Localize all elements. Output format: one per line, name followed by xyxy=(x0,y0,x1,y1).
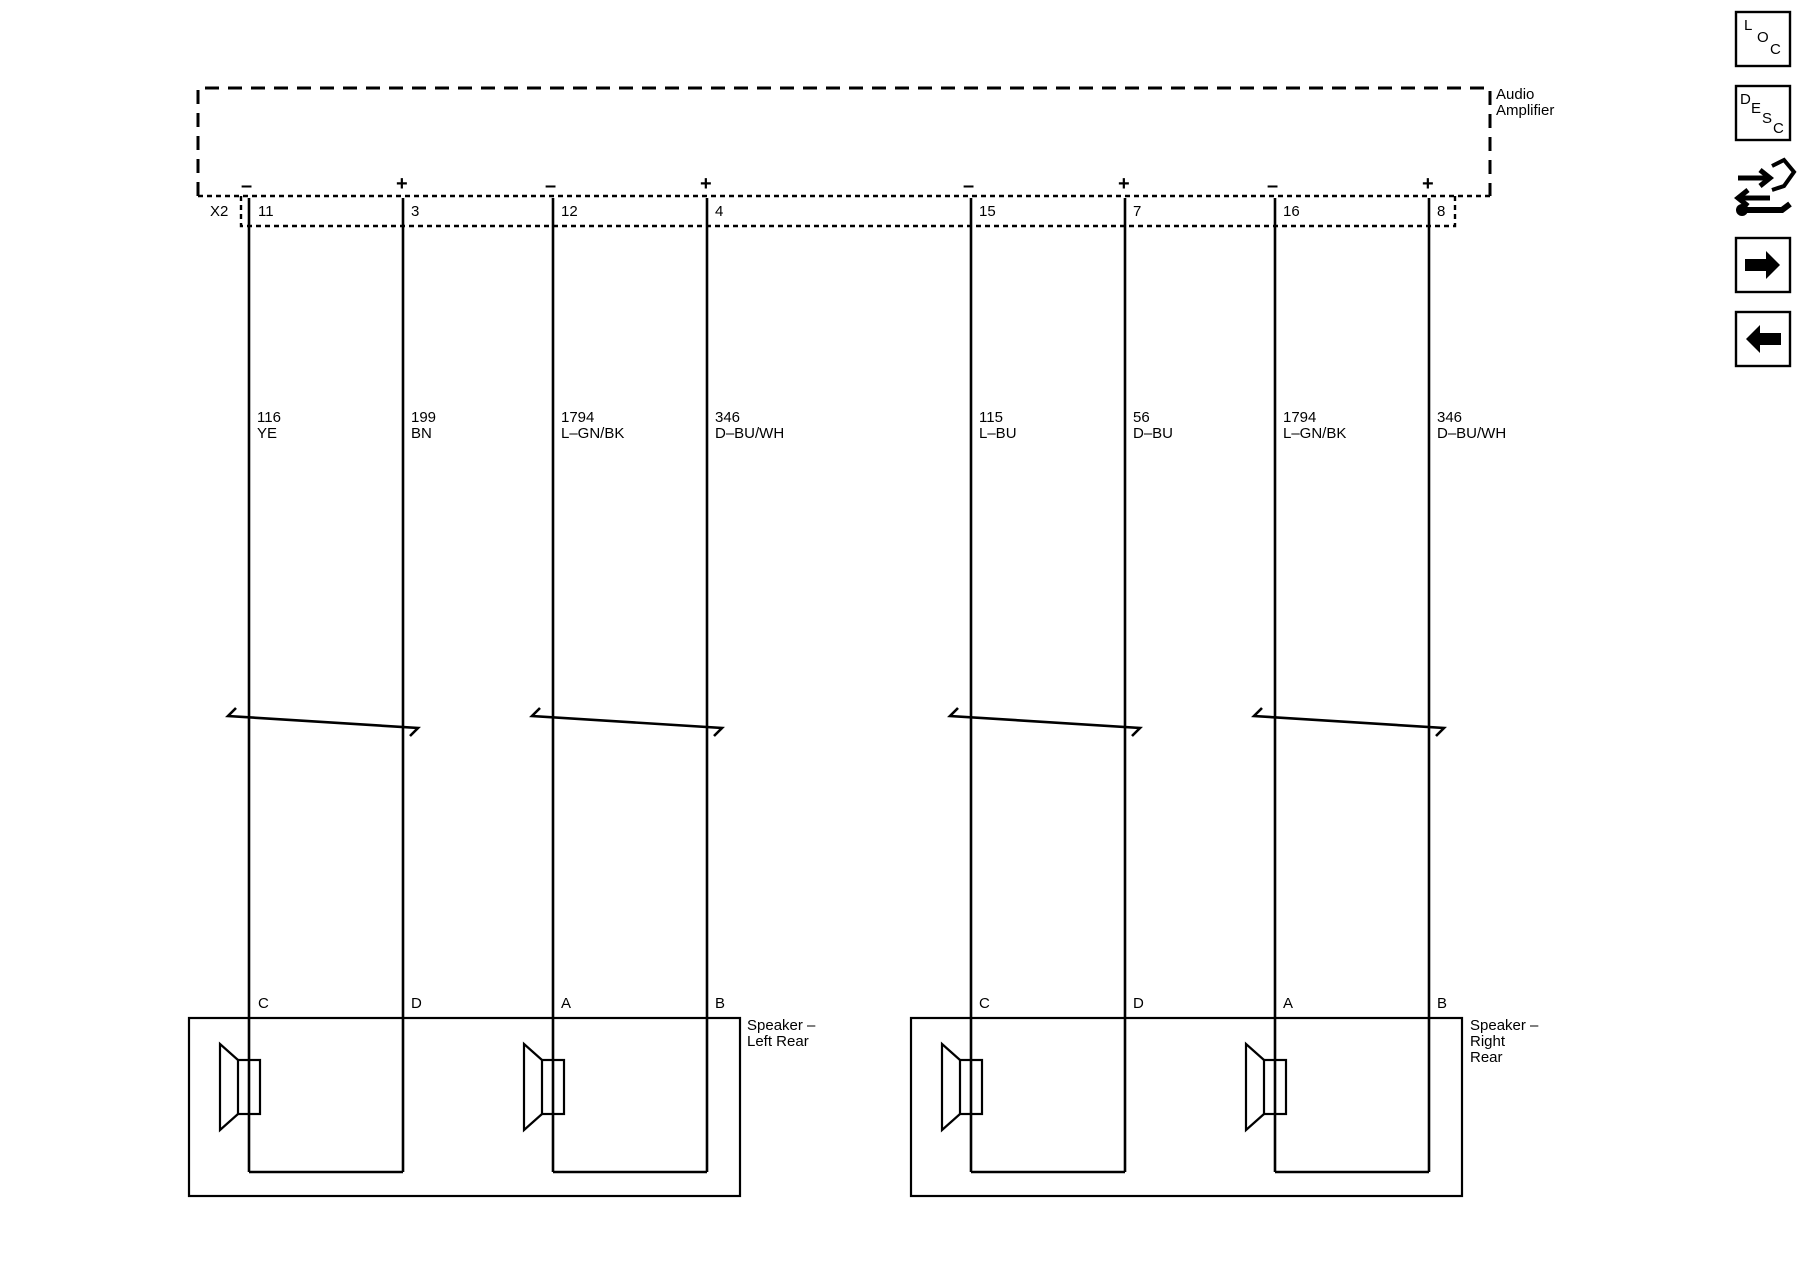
amp-pin-1: 11 xyxy=(258,203,274,220)
wire-color-7: L–GN/BK xyxy=(1283,425,1346,442)
desc-letter-e: E xyxy=(1751,100,1761,117)
twisted-pair-symbol-4 xyxy=(1251,707,1447,737)
amp-pin-4: 4 xyxy=(715,203,723,220)
spk-pin-4: B xyxy=(715,995,725,1012)
loc-letter-o: O xyxy=(1757,29,1769,46)
twisted-pair-symbol-1 xyxy=(225,707,421,737)
twisted-pair-symbol-3 xyxy=(947,707,1143,737)
circuit-number-4: 346 xyxy=(715,409,740,426)
speaker-icon xyxy=(218,1041,262,1133)
x2-connector-outline xyxy=(239,196,1457,228)
pin-sign-2: + xyxy=(396,173,408,195)
pin-sign-1: – xyxy=(241,175,252,197)
twisted-pair-symbol-2 xyxy=(529,707,725,737)
amp-pin-2: 3 xyxy=(411,203,419,220)
spk-pin-7: A xyxy=(1283,995,1293,1012)
wire-color-8: D–BU/WH xyxy=(1437,425,1506,442)
wire-color-4: D–BU/WH xyxy=(715,425,784,442)
circuit-number-2: 199 xyxy=(411,409,436,426)
desc-letter-s: S xyxy=(1762,110,1772,127)
pin-sign-5: – xyxy=(963,175,974,197)
desc-button[interactable]: D E S C xyxy=(1734,84,1792,142)
spk-pin-1: C xyxy=(258,995,269,1012)
pin-sign-7: – xyxy=(1267,175,1278,197)
loc-button[interactable]: L O C xyxy=(1734,10,1792,68)
wire-color-2: BN xyxy=(411,425,432,442)
speaker-left-name-line1: Speaker – xyxy=(747,1017,816,1034)
amp-pin-7: 16 xyxy=(1283,203,1300,220)
wire-color-5: L–BU xyxy=(979,425,1017,442)
spk-pin-6: D xyxy=(1133,995,1144,1012)
pin-sign-4: + xyxy=(700,173,712,195)
wire-color-6: D–BU xyxy=(1133,425,1173,442)
circuit-number-8: 346 xyxy=(1437,409,1462,426)
pin-sign-3: – xyxy=(545,175,556,197)
desc-letter-d: D xyxy=(1740,91,1751,108)
circuit-number-3: 1794 xyxy=(561,409,594,426)
spk-pin-2: D xyxy=(411,995,422,1012)
loc-letter-c: C xyxy=(1770,41,1781,58)
speaker-icon xyxy=(940,1041,984,1133)
circuit-number-6: 56 xyxy=(1133,409,1150,426)
amp-pin-3: 12 xyxy=(561,203,578,220)
speaker-right-name-line3: Rear xyxy=(1470,1049,1503,1066)
pin-sign-6: + xyxy=(1118,173,1130,195)
circuit-number-7: 1794 xyxy=(1283,409,1316,426)
back-button[interactable] xyxy=(1734,310,1792,368)
arrow-right-icon xyxy=(1745,251,1780,279)
amp-pin-6: 7 xyxy=(1133,203,1141,220)
desc-letter-c: C xyxy=(1773,120,1784,137)
amplifier-name-line2: Amplifier xyxy=(1496,102,1554,119)
amp-pin-5: 15 xyxy=(979,203,996,220)
next-button[interactable] xyxy=(1734,236,1792,294)
pin-sign-8: + xyxy=(1422,173,1434,195)
amplifier-name-line1: Audio xyxy=(1496,86,1534,103)
amp-pin-8: 8 xyxy=(1437,203,1445,220)
speaker-right-name-line1: Speaker – xyxy=(1470,1017,1539,1034)
connector-label: X2 xyxy=(210,203,228,220)
arrow-left-icon xyxy=(1746,325,1781,353)
speaker-right-name-line2: Right xyxy=(1470,1033,1506,1050)
wire-group xyxy=(247,198,1431,1172)
circuit-number-1: 116 xyxy=(257,409,281,426)
audio-amplifier-outline xyxy=(196,86,1492,196)
loc-letter-l: L xyxy=(1744,17,1752,34)
wire-color-1: YE xyxy=(257,425,277,442)
spk-pin-8: B xyxy=(1437,995,1447,1012)
circuit-number-5: 115 xyxy=(979,409,1003,426)
speaker-icon xyxy=(1244,1041,1288,1133)
speaker-left-name-line2: Left Rear xyxy=(747,1033,809,1050)
speaker-right-rear-box xyxy=(909,1016,1464,1198)
spk-pin-5: C xyxy=(979,995,990,1012)
wire-color-3: L–GN/BK xyxy=(561,425,624,442)
connector-wrench-icon[interactable] xyxy=(1733,157,1797,216)
spk-pin-3: A xyxy=(561,995,571,1012)
speaker-icon xyxy=(522,1041,566,1133)
speaker-left-rear-box xyxy=(187,1016,742,1198)
